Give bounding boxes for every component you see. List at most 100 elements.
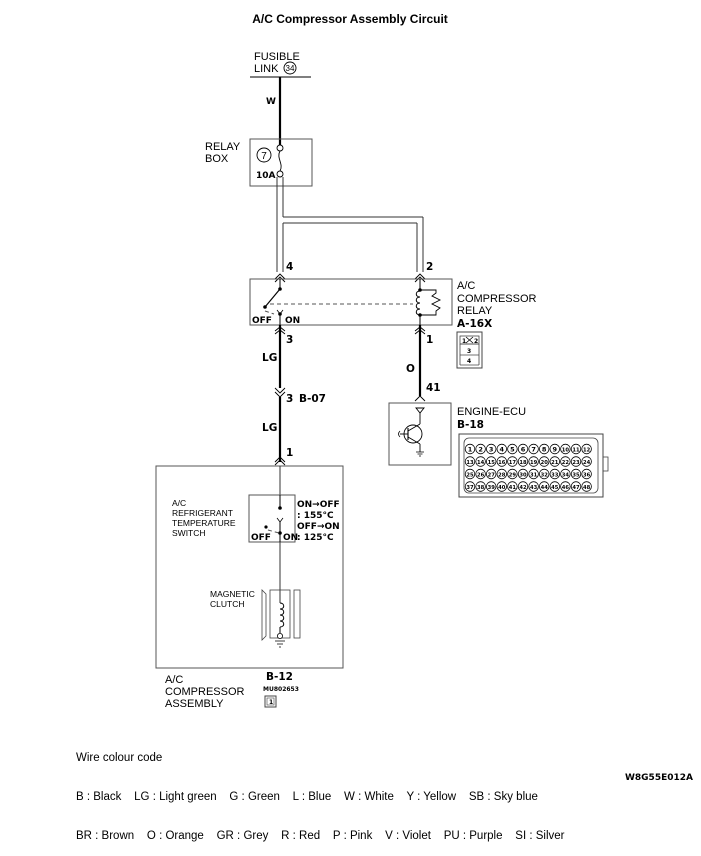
- ecu-connector-id: B-18: [457, 419, 484, 431]
- fuse-number: 7: [261, 151, 267, 162]
- ecu-pin: [581, 481, 592, 492]
- ecu-pin-label: 48: [583, 485, 591, 491]
- ecu-pin-label: 40: [498, 485, 506, 491]
- ecu-pin-label: 18: [519, 460, 527, 466]
- wire-color-lg-2: LG: [262, 422, 277, 434]
- wire-color-lg-1: LG: [262, 352, 277, 364]
- ecu-pin: [486, 468, 497, 480]
- ecu-pin: [464, 468, 476, 480]
- ecu-pin: [549, 468, 561, 480]
- relay-coil-icon: [415, 290, 421, 316]
- ecu-pin: [475, 481, 486, 492]
- relay-terminal-2: 2: [426, 261, 433, 273]
- relay-box-label-1: RELAY: [205, 141, 241, 153]
- ecu-connector-mark: [414, 395, 426, 402]
- clutch-label-2: CLUTCH: [210, 599, 244, 609]
- relay-off-label: OFF: [252, 316, 272, 326]
- ecu-pin: [528, 481, 539, 492]
- relay-box: RELAY BOX 7 10A: [205, 138, 313, 187]
- ecu-label: ENGINE-ECU: [457, 406, 526, 418]
- svg-text:3: 3: [467, 348, 471, 355]
- wire-color-w: W: [266, 97, 276, 107]
- ecu-pin: [475, 456, 486, 467]
- b07-connector-id: B-07: [299, 393, 326, 405]
- clutch-coil-icon: [279, 602, 285, 628]
- ecu-pin-label: 10: [562, 447, 570, 453]
- temp-switch-label-4: SWITCH: [172, 528, 206, 538]
- temp-switch-cond-2: OFF→ON: [297, 522, 340, 532]
- svg-text:2: 2: [474, 338, 478, 345]
- relay-label-3: RELAY: [457, 305, 493, 317]
- ecu-pin: [560, 468, 571, 480]
- ecu-pin: [560, 456, 571, 467]
- ecu-pin-label: 24: [583, 460, 591, 466]
- ecu-pin-label: 5: [510, 445, 515, 453]
- ecu-pin: [486, 481, 497, 492]
- ecu-pin: [581, 443, 592, 455]
- ground-icon: [416, 451, 424, 457]
- ecu-pin-label: 41: [509, 485, 517, 491]
- compressor-label-3: ASSEMBLY: [165, 698, 224, 710]
- compressor-relay: OFF ON A/C COMPRESSOR RELAY A-16X: [249, 278, 537, 330]
- temp-switch-outline: [248, 494, 296, 543]
- ecu-pin: [517, 468, 529, 480]
- ecu-pin-label: 28: [498, 472, 506, 478]
- ecu-pin-label: 14: [477, 460, 485, 466]
- ecu-pin: [464, 456, 476, 467]
- ecu-pin: [528, 456, 539, 467]
- ecu-pin-label: 21: [551, 460, 559, 466]
- ecu-pin-label: 47: [572, 485, 580, 491]
- relay-resistor-icon: [420, 289, 442, 316]
- fuse-element-icon: [278, 150, 282, 172]
- ecu-pin-label: 30: [519, 472, 527, 478]
- ecu-pin-label: 26: [477, 472, 485, 478]
- ecu-pin-label: 20: [541, 460, 549, 466]
- ecu-pin: [560, 443, 571, 455]
- compressor-pin-icon: [264, 695, 277, 708]
- temp-switch-cond-2-temp: : 125°C: [297, 533, 334, 543]
- ecu-pin: [475, 468, 486, 480]
- ecu-pin-label: 27: [488, 472, 496, 478]
- ecu-pin-label: 29: [509, 472, 517, 478]
- relay-switch-arm: [264, 288, 281, 308]
- ecu-pin: [507, 456, 518, 467]
- connector-mark-4: [274, 273, 286, 283]
- ecu-pin-label: 36: [583, 472, 591, 478]
- ecu-pin: [496, 468, 508, 480]
- relay-terminal-3: 3: [286, 334, 293, 346]
- ecu-pin: [549, 481, 561, 492]
- ecu-pin: [581, 468, 592, 480]
- ecu-pin-label: 45: [551, 485, 559, 491]
- ecu-pin-label: 33: [551, 472, 559, 478]
- fusible-link-label-2: LINK: [254, 63, 279, 75]
- ecu-pin-label: 7: [531, 445, 536, 453]
- ecu-pin-label: 46: [562, 485, 570, 491]
- ecu-pin: [464, 443, 476, 455]
- compressor-connector-mark: [274, 456, 286, 466]
- ecu-pin: [486, 456, 497, 467]
- ecu-pin: [528, 468, 539, 480]
- ecu-pin-label: 39: [488, 485, 496, 491]
- diagram-title: A/C Compressor Assembly Circuit: [252, 12, 448, 26]
- fuse-terminal-bottom: [276, 170, 284, 178]
- relay-outline: [249, 278, 453, 326]
- figure-code: W8G55E012A: [624, 773, 693, 783]
- fusible-link-number: 34: [286, 64, 295, 73]
- compressor-label-1: A/C: [165, 674, 183, 686]
- ecu-pin-label: 9: [553, 445, 558, 453]
- ecu-pin-label: 34: [562, 472, 570, 478]
- ecu-pin-label: 32: [541, 472, 549, 478]
- clutch-label-1: MAGNETIC: [210, 589, 255, 599]
- ecu-pin: [570, 456, 582, 467]
- ecu-pin-label: 16: [498, 460, 506, 466]
- ecu-pin-label: 17: [509, 460, 517, 466]
- legend-heading: Wire colour code: [76, 752, 163, 764]
- wiring-diagram: A/C Compressor Assembly Circuit FUSIBLE …: [155, 12, 609, 710]
- compressor-label-2: COMPRESSOR: [165, 686, 245, 698]
- ecu-pin-label: 42: [519, 485, 527, 491]
- ecu-pin-label: 43: [530, 485, 538, 491]
- engine-ecu: ENGINE-ECU B-18: [388, 402, 526, 466]
- ecu-pin: [517, 456, 529, 467]
- temp-switch-cond-1-temp: : 155°C: [297, 511, 334, 521]
- ecu-pin-label: 12: [583, 447, 591, 453]
